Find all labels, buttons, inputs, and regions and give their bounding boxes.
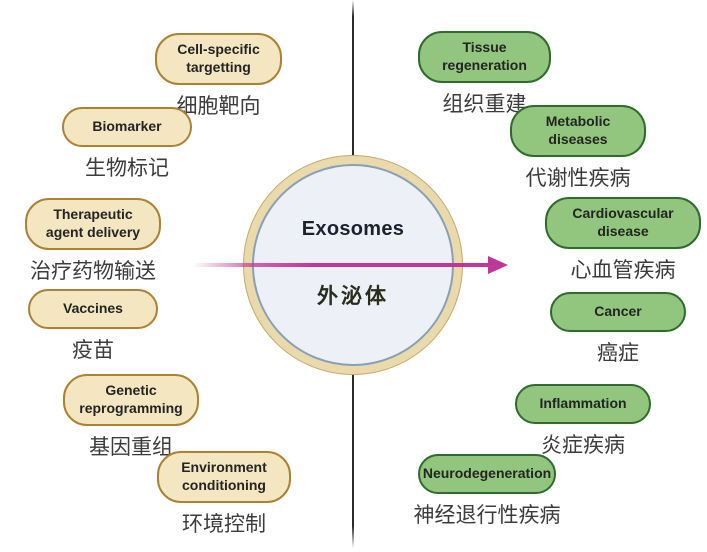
bubble-cell-specific-targetting: Cell-specific targetting (155, 33, 282, 85)
bubble-tissue-regeneration: Tissue regeneration (418, 31, 551, 83)
caption-environment-conditioning: 环境控制 (182, 512, 266, 536)
caption-vaccines: 疫苗 (72, 339, 114, 362)
caption-cardiovascular-disease: 心血管疾病 (570, 258, 676, 282)
item-inflammation: Inflammation 炎症疾病 (515, 384, 651, 459)
item-biomarker: Biomarker 生物标记 (62, 107, 192, 182)
bubble-biomarker: Biomarker (62, 107, 192, 147)
bubble-cancer: Cancer (550, 292, 686, 332)
caption-tissue-regeneration: 组织重建 (442, 92, 527, 116)
caption-cell-specific-targetting: 细胞靶向 (176, 94, 261, 118)
exosome-title-en: Exosomes (301, 218, 405, 240)
arrow-head-icon (488, 256, 508, 274)
caption-cancer: 癌症 (597, 342, 639, 365)
caption-metabolic-diseases: 代谢性疾病 (525, 166, 631, 190)
bubble-inflammation: Inflammation (515, 384, 651, 424)
item-tissue-regeneration: Tissue regeneration 组织重建 (418, 31, 551, 118)
exosome-title-zh: 外泌体 (317, 285, 389, 308)
item-therapeutic-agent-delivery: Therapeutic agent delivery 治疗药物输送 (25, 198, 161, 285)
caption-therapeutic-agent-delivery: 治疗药物输送 (30, 259, 156, 283)
item-cancer: Cancer 癌症 (550, 292, 686, 367)
item-cardiovascular-disease: Cardiovascular disease 心血管疾病 (545, 197, 701, 284)
bubble-cardiovascular-disease: Cardiovascular disease (545, 197, 701, 249)
item-genetic-reprogramming: Genetic reprogramming 基因重组 (63, 374, 199, 461)
bubble-neurodegeneration: Neurodegeneration (418, 454, 556, 494)
caption-genetic-reprogramming: 基因重组 (89, 435, 173, 459)
bubble-environment-conditioning: Environment conditioning (157, 451, 291, 503)
caption-neurodegeneration: 神经退行性疾病 (413, 504, 561, 527)
bubble-therapeutic-agent-delivery: Therapeutic agent delivery (25, 198, 161, 250)
caption-inflammation: 炎症疾病 (541, 434, 625, 457)
bubble-vaccines: Vaccines (28, 289, 158, 329)
item-vaccines: Vaccines 疫苗 (28, 289, 158, 364)
item-cell-specific-targetting: Cell-specific targetting 细胞靶向 (155, 33, 282, 120)
bubble-metabolic-diseases: Metabolic diseases (510, 105, 646, 157)
item-metabolic-diseases: Metabolic diseases 代谢性疾病 (510, 105, 646, 192)
bubble-genetic-reprogramming: Genetic reprogramming (63, 374, 199, 426)
item-environment-conditioning: Environment conditioning 环境控制 (157, 451, 291, 538)
caption-biomarker: 生物标记 (85, 157, 169, 180)
item-neurodegeneration: Neurodegeneration 神经退行性疾病 (414, 454, 561, 529)
arrow-line (193, 263, 490, 267)
